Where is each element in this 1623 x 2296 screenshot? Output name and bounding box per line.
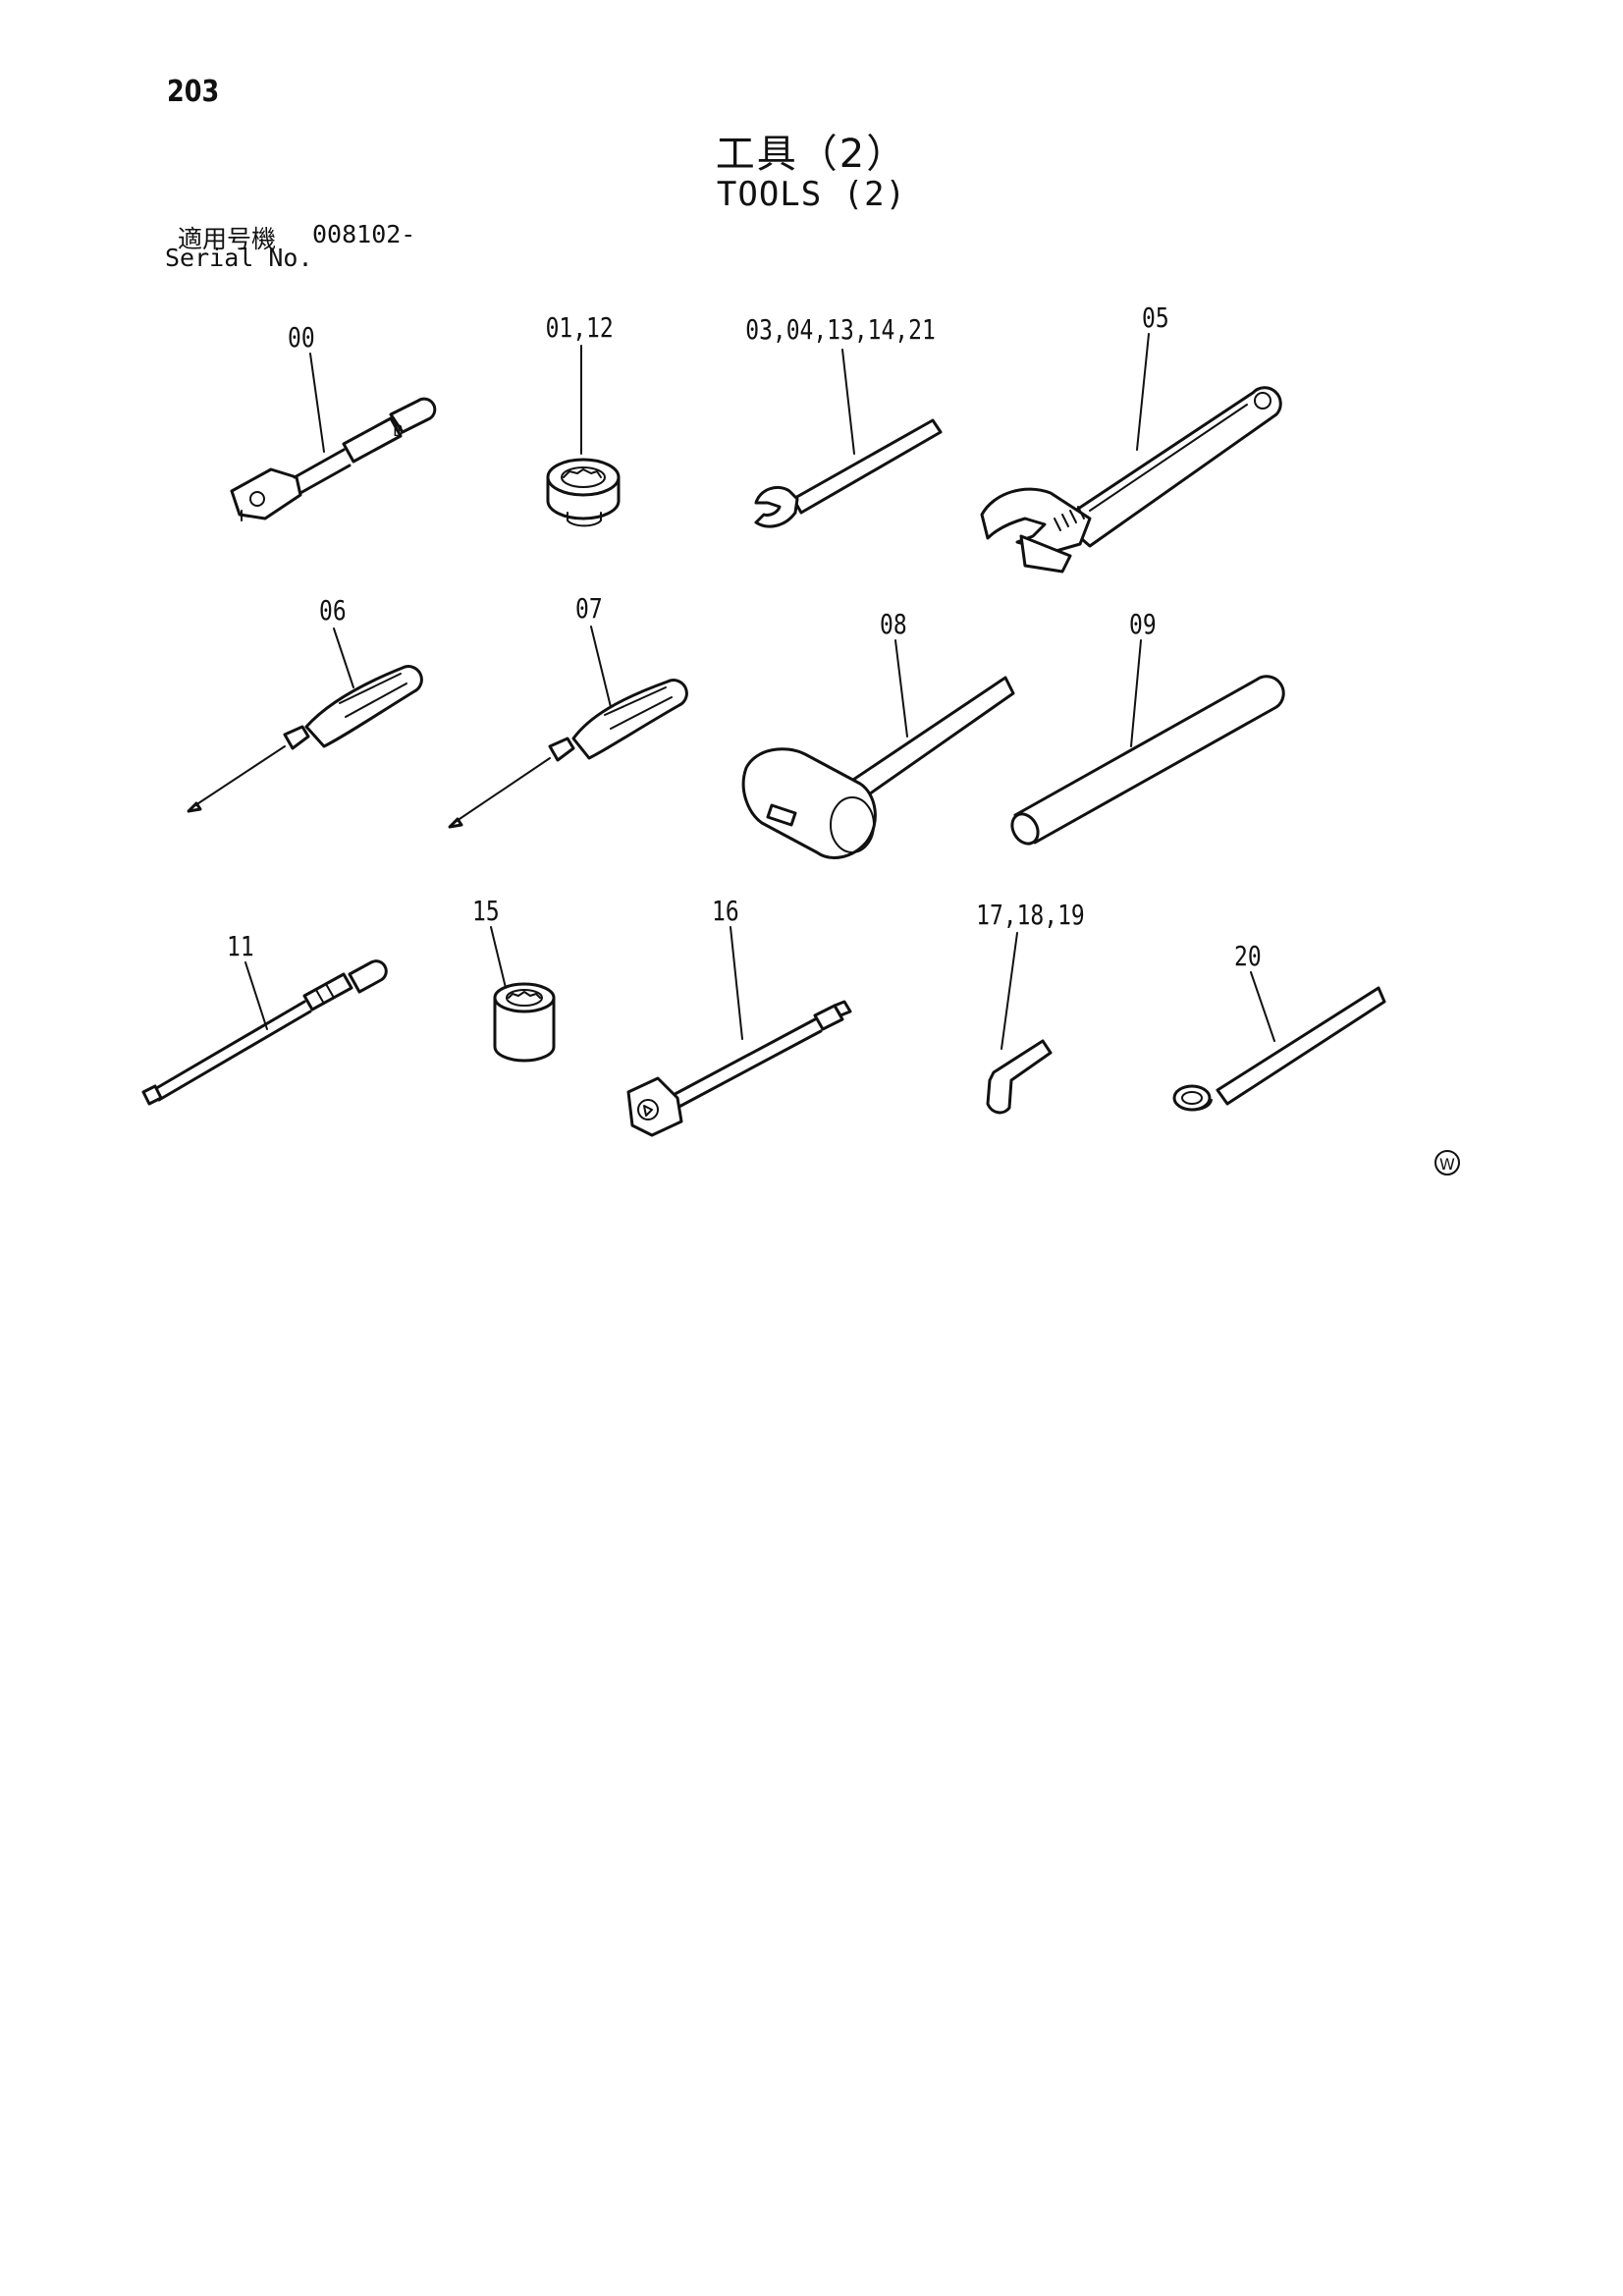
- serial-value: 008102-: [312, 220, 416, 248]
- hammer-icon: [741, 676, 1015, 859]
- leader-lines: [244, 333, 1275, 1050]
- svg-text:W: W: [1439, 1155, 1455, 1174]
- socket-icon: [546, 458, 621, 527]
- callout-20: 20: [1234, 940, 1262, 972]
- callout-16: 16: [712, 895, 739, 927]
- w-circle-icon: W: [1434, 1150, 1460, 1175]
- serial-label-en: Serial No.: [165, 244, 313, 272]
- callout-03-04-13-14-21: 03,04,13,14,21: [745, 313, 936, 346]
- box-wrench-icon: [626, 1000, 852, 1137]
- callout-05: 05: [1142, 301, 1169, 334]
- svg-text:B: B: [393, 421, 404, 440]
- extension-bar-icon: [141, 959, 388, 1106]
- serial-label-jp: 適用号機: [178, 225, 277, 253]
- torque-wrench-icon: B: [230, 397, 437, 521]
- socket-icon: [493, 982, 556, 1063]
- callout-00: 00: [288, 321, 315, 354]
- callout-06: 06: [319, 594, 347, 627]
- adjustable-wrench-icon: [980, 386, 1282, 574]
- page-title-jp: 工具（2）: [715, 132, 908, 177]
- callout-15: 15: [472, 895, 500, 927]
- callout-08: 08: [880, 608, 907, 640]
- hex-key-icon: [986, 1039, 1053, 1115]
- callout-01-12: 01,12: [545, 311, 614, 344]
- page-number: 203: [167, 75, 220, 109]
- page-title-en: TOOLS (2): [716, 175, 907, 214]
- callout-17-18-19: 17,18,19: [976, 899, 1085, 931]
- ring-wrench-icon: [1172, 986, 1386, 1112]
- screwdriver-icon: [187, 665, 423, 813]
- open-end-wrench-icon: [754, 418, 943, 528]
- callout-07: 07: [575, 592, 603, 625]
- screwdriver-icon: [448, 679, 688, 829]
- callout-11: 11: [227, 930, 254, 962]
- callout-09: 09: [1129, 608, 1157, 640]
- pipe-icon: [1010, 675, 1285, 846]
